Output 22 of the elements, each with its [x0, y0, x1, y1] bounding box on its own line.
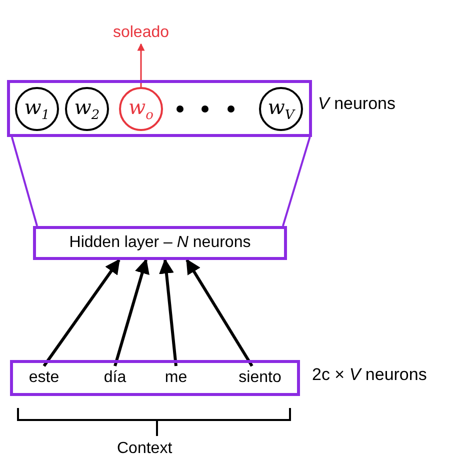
layer-size-label: 2c × V neurons: [312, 365, 427, 385]
context-word: siento: [228, 366, 292, 390]
neuron-circle: w$_{V}$: [259, 87, 303, 131]
output-word: soleado: [104, 22, 178, 44]
context-word: día: [100, 366, 130, 390]
projection-line: [282, 136, 311, 226]
hidden-layer-box: Hidden layer – N neurons: [33, 226, 287, 260]
input-layer-box: [10, 360, 300, 396]
neuron-circle: w$_{o}$: [119, 87, 163, 131]
arrow: [42, 258, 120, 367]
output-layer-box: [7, 80, 312, 137]
layer-size-label: V neurons: [318, 94, 396, 114]
arrow: [114, 258, 150, 366]
arrow: [186, 258, 254, 367]
projection-line: [10, 136, 38, 226]
neuron-circle: w$_{2}$: [65, 87, 109, 131]
context-word: me: [158, 366, 194, 390]
neuron-circle: w$_{1}$: [15, 87, 59, 131]
arrow: [137, 43, 145, 87]
context-word: este: [24, 366, 64, 390]
arrow: [159, 258, 178, 366]
bracket-label: Context: [117, 440, 172, 458]
